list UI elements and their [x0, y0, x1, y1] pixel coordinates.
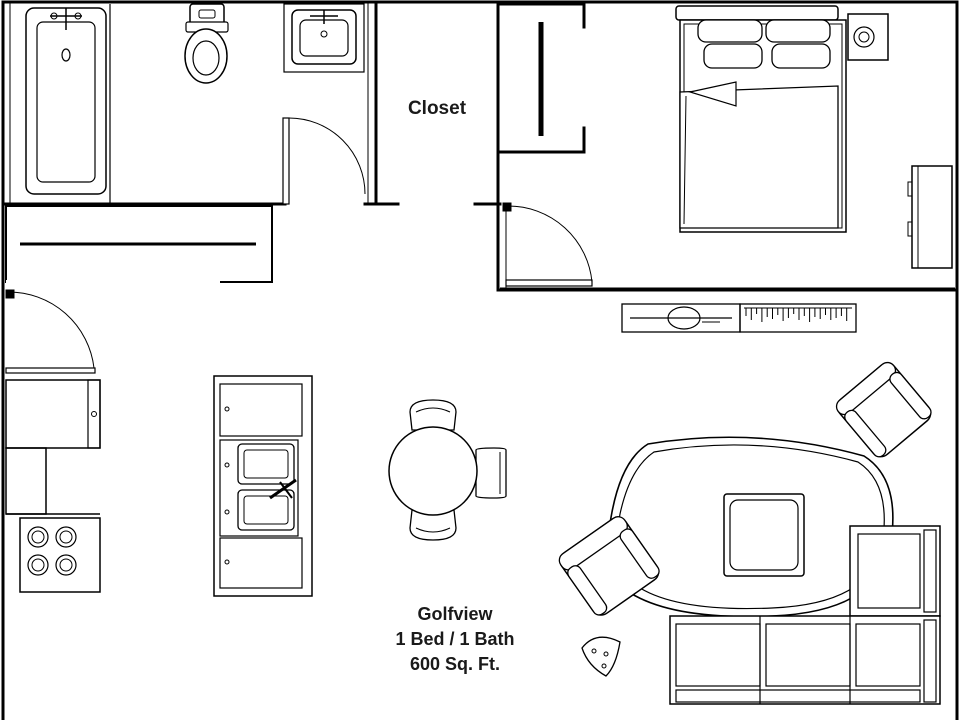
armchair-left: [558, 516, 660, 616]
media-unit: [621, 303, 857, 333]
toilet: [184, 3, 229, 84]
bedroom-door: [502, 202, 593, 287]
armchair-right: [835, 361, 932, 458]
dresser: [907, 165, 953, 269]
bathroom-sink: [283, 3, 365, 73]
kitchen-counter: [5, 379, 101, 515]
bed: [675, 5, 847, 233]
kitchen-island: [213, 375, 313, 597]
coffee-table: [723, 493, 805, 577]
bookshelf: [744, 307, 852, 322]
bathtub: [25, 4, 111, 204]
bathroom-door: [282, 117, 366, 205]
dining-table: [388, 399, 507, 541]
side-table: [581, 636, 621, 677]
closet-label: Closet: [408, 98, 467, 119]
entry-door: [5, 289, 96, 374]
stove: [19, 517, 101, 593]
unit-type: 1 Bed / 1 Bath: [395, 629, 514, 649]
unit-size: 600 Sq. Ft.: [410, 654, 500, 674]
nightstand: [847, 13, 889, 61]
unit-name: Golfview: [417, 604, 493, 624]
hall-closet: [5, 205, 273, 284]
sectional-sofa: [669, 525, 941, 705]
